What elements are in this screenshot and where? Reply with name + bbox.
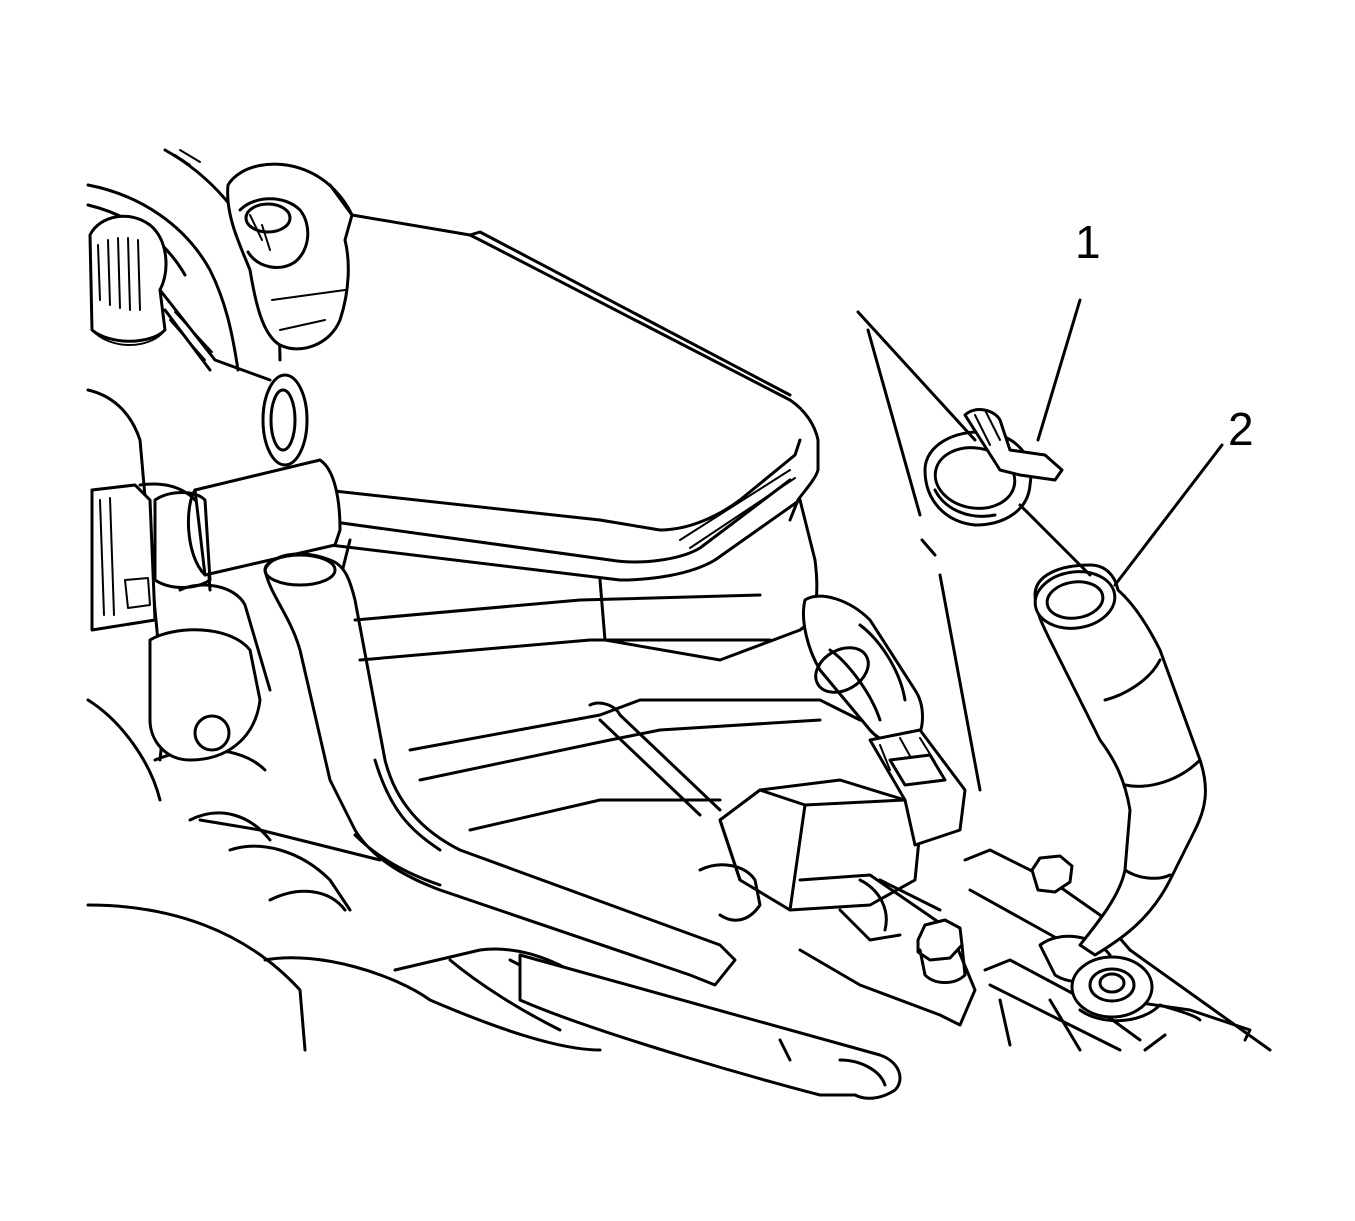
callout-leaders [856,298,1224,792]
left-hose-assembly [153,373,737,987]
callout-2-leader [1113,443,1224,587]
right-engine-structure [963,848,1272,1052]
callout-label-2: 2 [1228,403,1254,455]
hose-clamp-icon [923,408,1064,527]
reservoir-cap [226,162,354,351]
callout-1-leader [1036,298,1082,442]
radiator-hose [1033,563,1207,957]
sensor-module [698,728,977,1027]
coolant-reservoir [318,213,924,746]
left-engine-structure [86,148,282,802]
engine-mid-section [86,593,902,1100]
callout-label-1: 1 [1075,216,1101,268]
